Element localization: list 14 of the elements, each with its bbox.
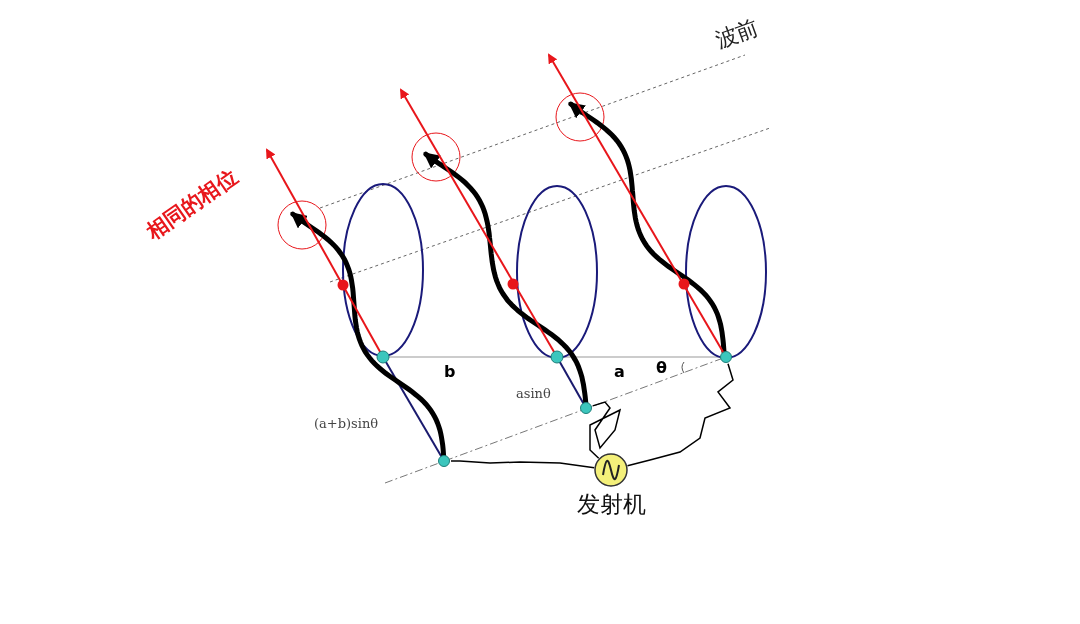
path-difference-label: asinθ <box>516 387 551 400</box>
wire <box>450 460 595 469</box>
wire <box>589 401 622 460</box>
feed-point <box>438 455 450 467</box>
feed-point <box>580 402 592 414</box>
path-difference-label: (a+b)sinθ <box>314 417 379 430</box>
wavefront-label: 波前 <box>712 16 762 52</box>
transmitter-label: 发射机 <box>576 490 646 519</box>
spacing-label: b <box>444 364 456 380</box>
spacing-label: a <box>614 364 625 380</box>
angle-label: θ <box>656 360 667 376</box>
feed-point <box>720 351 732 363</box>
phase-label: 相同的相位 <box>142 165 241 243</box>
wire <box>626 362 734 467</box>
